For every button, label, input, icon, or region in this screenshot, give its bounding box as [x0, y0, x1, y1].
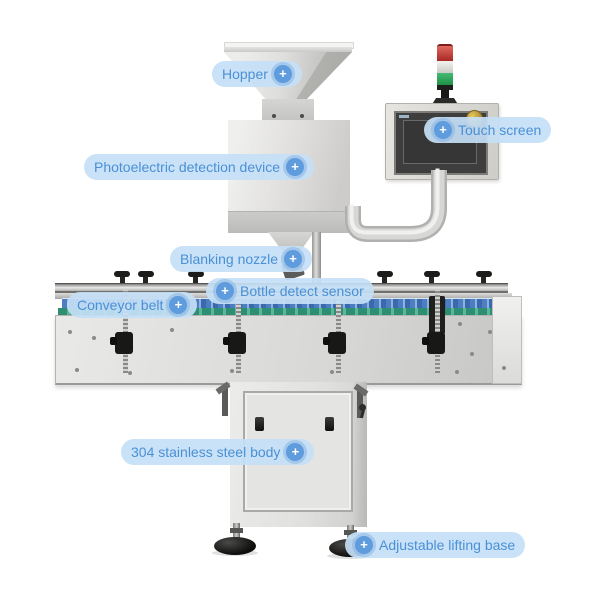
plus-icon[interactable]: +	[286, 443, 305, 461]
door-knob	[325, 417, 334, 431]
plus-icon[interactable]: +	[284, 250, 303, 268]
rod-clamp	[328, 332, 346, 354]
label-text: 304 stainless steel body	[131, 444, 281, 460]
rod-clamp	[228, 332, 246, 354]
label-photoelectric-detection-device[interactable]: Photoelectric detection device +	[84, 154, 314, 180]
screw	[75, 368, 79, 372]
rod-clamp	[115, 332, 133, 354]
brand-logo	[399, 115, 409, 118]
tower-light-red	[437, 44, 453, 61]
label-hopper[interactable]: Hopper +	[212, 61, 302, 87]
hinge	[222, 388, 228, 416]
foot-nut	[344, 530, 357, 535]
label-bottle-detect-sensor[interactable]: + Bottle detect sensor	[206, 278, 374, 304]
support-rod	[312, 232, 321, 290]
plus-icon[interactable]: +	[286, 158, 304, 176]
rod-clamp-handle	[323, 337, 330, 345]
clamp-knob-stem	[120, 277, 125, 286]
plus-icon[interactable]: +	[355, 536, 373, 554]
label-conveyor-belt[interactable]: Conveyor belt +	[67, 292, 198, 318]
adjust-rod	[123, 290, 128, 373]
screw	[68, 330, 72, 334]
label-304-stainless-steel-body[interactable]: 304 stainless steel body +	[121, 439, 315, 465]
screw	[502, 366, 506, 370]
plus-icon[interactable]: +	[169, 296, 188, 314]
label-touch-screen[interactable]: + Touch screen	[424, 117, 552, 143]
tower-light-green	[437, 73, 453, 85]
adjust-rod	[236, 290, 241, 373]
label-text: Photoelectric detection device	[94, 159, 280, 175]
rod-clamp-handle	[422, 337, 429, 345]
rod-clamp	[427, 332, 445, 354]
door-knob	[255, 417, 264, 431]
clamp-knob	[114, 271, 130, 277]
detection-device-base-band	[228, 211, 350, 233]
clamp-knob-stem	[382, 277, 387, 286]
tower-light-stem	[441, 90, 449, 99]
plus-icon[interactable]: +	[434, 121, 452, 139]
screw	[458, 322, 462, 326]
tower-light-cap	[437, 85, 453, 90]
adjust-rod	[336, 290, 341, 373]
screw	[330, 370, 334, 374]
cabinet-side-shading	[352, 382, 367, 527]
conveyor-belt-strip	[58, 308, 508, 316]
tower-light-base	[431, 98, 459, 106]
label-text: Hopper	[222, 66, 268, 82]
clamp-knob	[424, 271, 440, 277]
hopper-rim-front	[224, 47, 352, 52]
clamp-knob	[138, 271, 154, 277]
plus-icon[interactable]: +	[216, 282, 234, 300]
clamp-knob	[476, 271, 492, 277]
rod-clamp-handle	[223, 337, 230, 345]
label-text: Blanking nozzle	[180, 251, 279, 267]
conveyor-end-plate	[492, 296, 522, 384]
screw	[300, 114, 304, 118]
screw	[128, 371, 132, 375]
clamp-knob-stem	[143, 277, 148, 286]
tower-light-white	[437, 61, 453, 73]
rod-clamp-handle	[110, 337, 117, 345]
label-text: Conveyor belt	[77, 297, 164, 313]
clamp-knob	[377, 271, 393, 277]
adjust-rod	[435, 290, 440, 373]
label-text: Bottle detect sensor	[240, 283, 364, 299]
label-blanking-nozzle[interactable]: Blanking nozzle +	[170, 246, 313, 272]
screw	[170, 328, 174, 332]
clamp-knob-stem	[193, 277, 198, 286]
adjustable-foot	[214, 537, 256, 555]
label-adjustable-lifting-base[interactable]: + Adjustable lifting base	[345, 532, 526, 558]
plus-icon[interactable]: +	[273, 65, 292, 83]
screw	[488, 330, 492, 334]
label-text: Touch screen	[458, 122, 542, 138]
foot-nut	[230, 528, 243, 533]
label-text: Adjustable lifting base	[379, 537, 516, 553]
screw	[455, 370, 459, 374]
door-key	[359, 404, 366, 411]
clamp-knob	[188, 271, 204, 277]
screw	[470, 352, 474, 356]
screw	[230, 369, 234, 373]
screw	[92, 336, 96, 340]
clamp-knob-stem	[429, 277, 434, 286]
screw	[272, 114, 276, 118]
clamp-knob-stem	[481, 277, 486, 286]
